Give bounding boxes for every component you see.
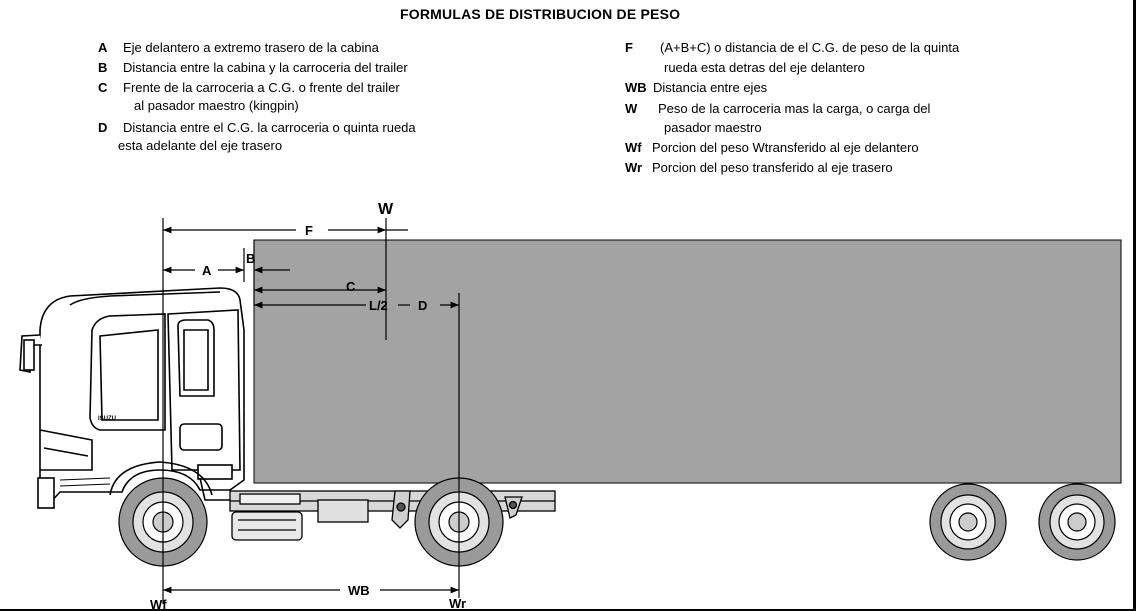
dimension-lines xyxy=(162,218,460,604)
label-a: A xyxy=(202,263,212,278)
label-wf: Wf xyxy=(150,597,167,611)
label-c: C xyxy=(346,279,356,294)
chassis-frame xyxy=(229,490,556,541)
label-w: W xyxy=(378,201,394,218)
cab-brand: ISUZU xyxy=(98,416,116,422)
trailer-wheel-2 xyxy=(1038,483,1116,561)
legend-desc-wb: Distancia entre ejes xyxy=(653,80,768,95)
trailer-body xyxy=(253,239,1122,484)
legend-desc-wf: Porcion del peso Wtransferido al eje del… xyxy=(652,140,919,155)
legend-desc-d-line1: Distancia entre el C.G. la carroceria o … xyxy=(123,120,416,135)
legend-desc-f-line1: (A+B+C) o distancia de el C.G. de peso d… xyxy=(660,40,960,55)
trailer-wheel-1 xyxy=(929,483,1007,561)
legend-key-b: B xyxy=(98,60,108,75)
label-l2: L/2 xyxy=(369,298,388,313)
legend-desc-c-line1: Frente de la carroceria a C.G. o frente … xyxy=(123,80,400,95)
legend-key-wf: Wf xyxy=(625,140,642,155)
legend-key-d: D xyxy=(98,120,108,135)
page-title: FORMULAS DE DISTRIBUCION DE PESO xyxy=(400,6,681,22)
truck-cab xyxy=(19,287,245,509)
legend-desc-w-line2: pasador maestro xyxy=(664,120,762,135)
legend-desc-b: Distancia entre la cabina y la carroceri… xyxy=(123,60,408,75)
legend-key-f: F xyxy=(625,40,633,55)
label-f: F xyxy=(305,223,313,238)
legend-key-wr: Wr xyxy=(625,160,643,175)
label-wr: Wr xyxy=(449,596,466,611)
legend-desc-f-line2: rueda esta detras del eje delantero xyxy=(664,60,865,75)
legend-key-wb: WB xyxy=(625,80,647,95)
label-b: B xyxy=(246,251,255,266)
label-d: D xyxy=(418,298,427,313)
legend-key-w: W xyxy=(625,101,638,116)
legend-desc-c-line2: al pasador maestro (kingpin) xyxy=(134,98,299,113)
legend-key-c: C xyxy=(98,80,108,95)
legend-desc-d-line2: esta adelante del eje trasero xyxy=(118,138,283,153)
legend-desc-wr: Porcion del peso transferido al eje tras… xyxy=(652,160,893,175)
legend-desc-w-line1: Peso de la carroceria mas la carga, o ca… xyxy=(658,101,931,116)
legend-key-a: A xyxy=(98,40,108,55)
legend-desc-a: Eje delantero a extremo trasero de la ca… xyxy=(123,40,379,55)
label-wb: WB xyxy=(348,583,370,598)
